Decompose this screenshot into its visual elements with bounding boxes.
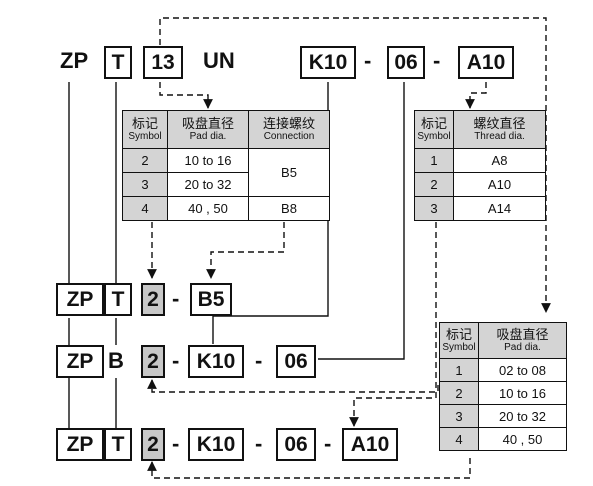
row3-size-box: 2 (141, 428, 165, 461)
code-k10-box: K10 (300, 46, 356, 79)
row2-dash: - (255, 348, 263, 373)
code-zp: ZP (60, 48, 89, 73)
pad-table-arrow (159, 17, 551, 313)
row2-size-box: 2 (141, 345, 165, 378)
row1-conn-box: B5 (190, 283, 232, 316)
a10-arrow (465, 82, 487, 109)
size-arrow (159, 82, 213, 109)
row3-dash: - (172, 431, 180, 456)
table-cell-pad: 10 to 16 (167, 148, 249, 173)
row3-t-box: T (104, 428, 132, 461)
row2-k10-box: K10 (188, 345, 244, 378)
row3-a10-box: A10 (342, 428, 398, 461)
pad-to-row3-arrow (147, 458, 471, 479)
row3-dash: - (324, 431, 332, 456)
table-cell-thread: A8 (453, 148, 546, 173)
table-cell-symbol: 1 (414, 148, 454, 173)
row3-zp-box: ZP (56, 428, 104, 461)
table-cell-pad: 20 to 32 (478, 404, 567, 428)
table-cell-thread: A14 (453, 196, 546, 221)
table-cell-symbol: 2 (122, 148, 168, 173)
row2-06-box: 06 (276, 345, 316, 378)
06-line (318, 82, 405, 360)
table-cell-pad: 02 to 08 (478, 358, 567, 382)
row1-size-box: 2 (141, 283, 165, 316)
table-cell-symbol: 3 (414, 196, 454, 221)
row3-dash: - (255, 431, 263, 456)
row1-zp-box: ZP (56, 283, 104, 316)
code-dash: - (364, 48, 372, 73)
pad-to-row2-arrow (147, 379, 439, 393)
table-cell-connection: B5 (248, 148, 330, 197)
code-un: UN (203, 48, 235, 73)
table-cell-symbol: 2 (439, 381, 479, 405)
table-cell-symbol: 3 (439, 404, 479, 428)
row2-b: B (108, 348, 124, 373)
table-cell-symbol: 4 (122, 196, 168, 221)
row2-dash: - (172, 348, 180, 373)
table-cell-pad: 20 to 32 (167, 172, 249, 197)
thread-to-a10-arrow (349, 222, 437, 427)
row3-k10-box: K10 (188, 428, 244, 461)
table-cell-symbol: 1 (439, 358, 479, 382)
code-dash: - (433, 48, 441, 73)
row1-conn-arrow (206, 222, 285, 279)
table-cell-pad: 40 , 50 (478, 427, 567, 451)
table-cell-connection: B8 (248, 196, 330, 221)
table-cell-pad: 40 , 50 (167, 196, 249, 221)
table-cell-symbol: 2 (414, 172, 454, 197)
row3-06-box: 06 (276, 428, 316, 461)
table-cell-symbol: 3 (122, 172, 168, 197)
row1-t-box: T (104, 283, 132, 316)
code-06-box: 06 (387, 46, 425, 79)
table-cell-pad: 10 to 16 (478, 381, 567, 405)
row1-dash: - (172, 286, 180, 311)
table-cell-thread: A10 (453, 172, 546, 197)
code-size-box: 13 (143, 46, 183, 79)
table-cell-symbol: 4 (439, 427, 479, 451)
code-t-box: T (104, 46, 132, 79)
row2-zp-box: ZP (56, 345, 104, 378)
code-a10-box: A10 (458, 46, 514, 79)
